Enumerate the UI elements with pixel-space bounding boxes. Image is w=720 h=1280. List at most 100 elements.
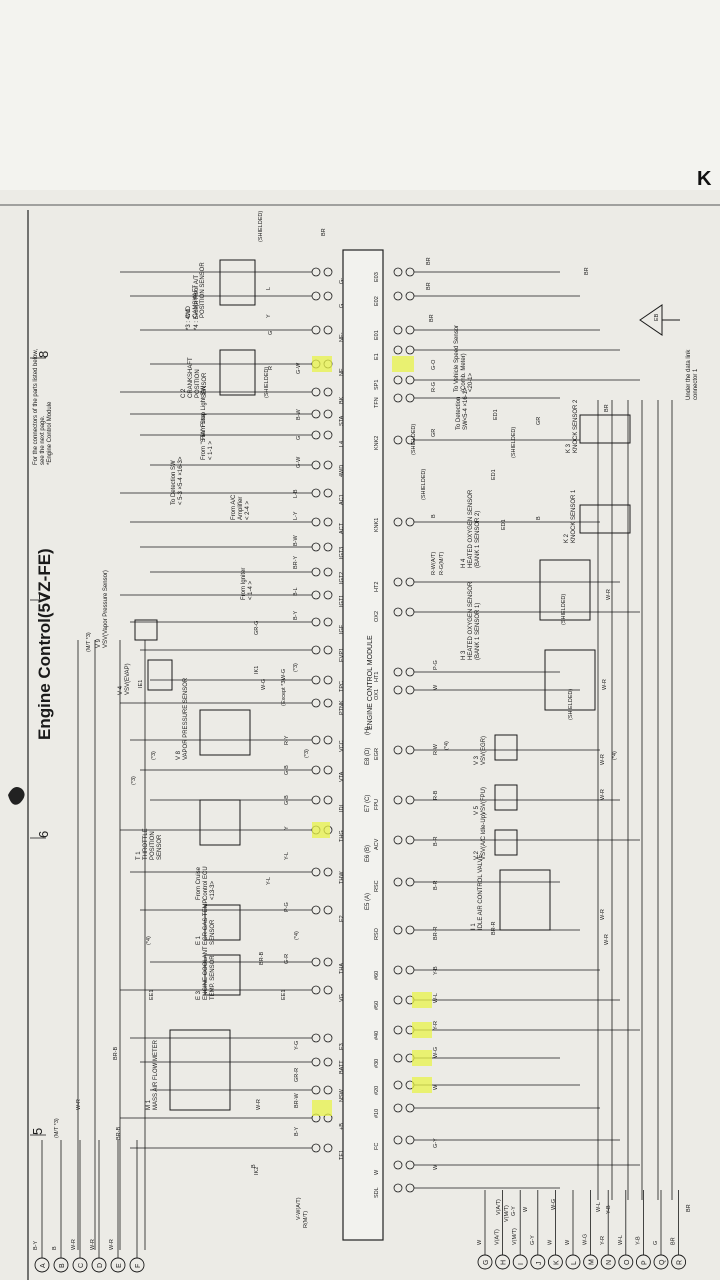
misc-label: ED1 xyxy=(493,409,499,420)
misc-label: BR-B xyxy=(113,1047,119,1060)
connector-letter: I xyxy=(518,1263,525,1265)
connector-circle-H xyxy=(495,1254,511,1270)
pin-circle xyxy=(311,1057,321,1067)
component-name: THROTTLE xyxy=(143,828,149,860)
ecm-pin-top-label: G xyxy=(339,304,345,308)
pin-circle xyxy=(323,1033,333,1043)
misc-label: (*4) xyxy=(444,741,450,750)
component-name: VSV(FPU) xyxy=(481,787,487,815)
wire-color-label: G-R xyxy=(284,954,290,964)
wire-color-label: BR xyxy=(321,228,327,236)
pin-circle xyxy=(393,267,403,277)
wire-color-label: R-W(A/T) xyxy=(431,552,437,575)
ecm-pin-top-label: G- xyxy=(339,278,345,284)
pin-circle xyxy=(311,617,321,627)
wire-color-label: BR xyxy=(429,314,435,322)
ecm-pin-top-label: THG xyxy=(339,830,345,842)
component-ref: T 1 xyxy=(136,851,142,860)
wire-color-label: G-W xyxy=(296,456,302,468)
wire-color-label: W-R xyxy=(256,1099,262,1110)
ecm-pin-top-label: TPC xyxy=(339,681,345,692)
ecm-pin-top-label: VTA xyxy=(339,771,345,782)
background-page xyxy=(0,0,720,190)
ecm-pin-bottom-label: RSC xyxy=(374,880,380,892)
header-note-1: For the connectors of the parts listed b… xyxy=(33,349,39,465)
component-ref: H 3 xyxy=(461,650,467,660)
highlight-mark xyxy=(412,1077,432,1093)
misc-label: IK2 xyxy=(254,1167,260,1175)
misc-label: (*3) xyxy=(131,776,137,785)
component-name: KNOCK SENSOR 1 xyxy=(571,489,577,543)
wire-color-label: B xyxy=(251,1164,257,1168)
pin-circle xyxy=(323,567,333,577)
ecm-pin-top-label: IGT1 xyxy=(339,595,345,607)
source-sta: From "STA" Fuse< 1-1 > xyxy=(201,413,214,460)
source-text: From Cruise xyxy=(196,866,202,900)
wire-color-label: W-G xyxy=(261,679,267,690)
component-ref: V 8 xyxy=(176,750,182,760)
pin-circle xyxy=(311,645,321,655)
pin-circle xyxy=(311,765,321,775)
ecm-pin-bottom-label: #10 xyxy=(374,1109,380,1118)
pin-circle xyxy=(311,957,321,967)
ecm-pin-top-label: AC1 xyxy=(339,494,345,505)
component-name: VSV(EVAP) xyxy=(125,663,131,695)
wire-color-label: G-O xyxy=(431,359,437,370)
connector-circle-K xyxy=(547,1254,563,1270)
wires xyxy=(41,271,680,1258)
connector-letter: Q xyxy=(659,1259,666,1265)
connector-circle-P xyxy=(635,1254,651,1270)
pin-circle xyxy=(393,435,403,445)
connector-letter: C xyxy=(78,1263,85,1268)
misc-label: BR xyxy=(604,404,610,412)
component-box xyxy=(219,349,256,396)
pin-circle xyxy=(393,835,403,845)
component-ref: E 1 xyxy=(196,935,202,945)
pin-circle xyxy=(311,325,321,335)
pin-circle xyxy=(393,1103,403,1113)
pin-circle xyxy=(323,291,333,301)
source-ref: < 5-3 ×5-4 ×16-3> xyxy=(178,456,184,505)
wire-color-label: GR xyxy=(431,429,437,437)
ecm-pins: G-GNE-NEBKSTAL44WDAC1ACTIGT3IGT2IGT1IGFE… xyxy=(311,267,415,1198)
component-ref: V 2 xyxy=(474,850,480,860)
misc-label: ED1 xyxy=(501,519,507,530)
source-text: From "STA" Fuse xyxy=(201,413,207,460)
pin-circle xyxy=(311,1033,321,1043)
component-ref: C 2 xyxy=(181,388,187,398)
misc-label: W-R xyxy=(600,754,606,765)
wire-color-label: GR xyxy=(536,417,542,425)
source-ref: < 2-4 > xyxy=(245,500,251,520)
source-text-2: connector 1 xyxy=(693,368,699,400)
grid-number-8: 8 xyxy=(36,351,51,358)
wire-color-label: G-Y xyxy=(511,1206,517,1216)
misc-label: (*3) xyxy=(293,663,299,672)
wire-color-label: Y-L xyxy=(266,877,272,885)
component-ref: V 5 xyxy=(474,805,480,815)
header-note-2: see the next page. xyxy=(40,415,46,465)
pin-circle xyxy=(323,1143,333,1153)
shielded-label: (SHIELDED) xyxy=(264,367,270,398)
misc-label: ED1 xyxy=(491,469,497,480)
connector-letter: F xyxy=(135,1264,142,1268)
wire-color-label: BR-R xyxy=(433,927,439,940)
ecm-pin-top-label: IGF xyxy=(339,624,345,634)
wire-color-label: GR-G xyxy=(254,621,260,635)
pin-circle xyxy=(393,517,403,527)
pin-circle xyxy=(323,698,333,708)
edge-label: W-L xyxy=(618,1235,624,1245)
connector-letter: R xyxy=(677,1260,684,1265)
pin-circle xyxy=(393,345,403,355)
wire-color-label: G-Y xyxy=(433,1138,439,1148)
ecm-pin-top-label: STA xyxy=(339,415,345,426)
ecm-pin-top-label: NE xyxy=(339,368,345,376)
ecm-pin-top-label: BATT xyxy=(339,1060,345,1074)
